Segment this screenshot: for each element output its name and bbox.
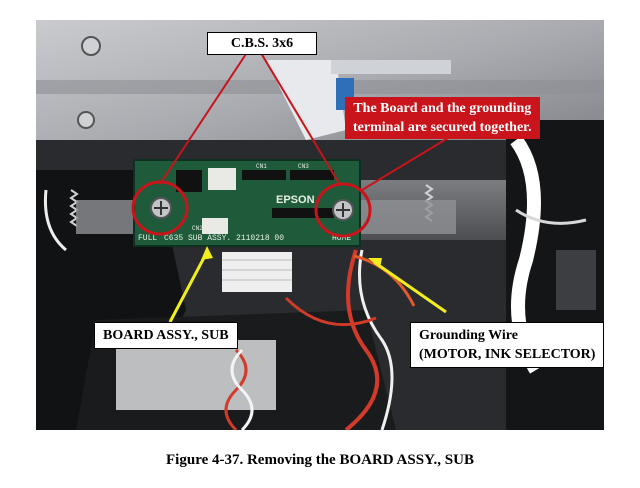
wire-callout-line2: (MOTOR, INK SELECTOR) [419, 347, 596, 362]
photo: EPSON FULL C635 SUB ASSY. 2110218 00 HOM… [36, 20, 604, 430]
figure-caption: Figure 4-37. Removing the BOARD ASSY., S… [166, 452, 474, 468]
board-callout: BOARD ASSY., SUB [94, 322, 238, 349]
secured-callout-line2: terminal are secured together. [353, 120, 532, 135]
board-cn1-text: CN1 [256, 163, 267, 170]
wire-callout: Grounding Wire (MOTOR, INK SELECTOR) [410, 322, 605, 368]
board-cn3-text: CN3 [298, 163, 309, 170]
board-brand-text: EPSON [276, 194, 315, 206]
screw-callout-text: C.B.S. 3x6 [230, 36, 294, 51]
ribbon-connector [222, 252, 292, 292]
photo-drawing: EPSON FULL C635 SUB ASSY. 2110218 00 HOM… [36, 20, 604, 430]
board-full-text: FULL [138, 234, 157, 243]
board-part-text: C635 SUB ASSY. 2110218 00 [164, 234, 284, 243]
secured-callout-line1: The Board and the grounding [353, 101, 532, 116]
secured-callout: The Board and the grounding terminal are… [345, 97, 540, 139]
board-cn2-text: CN2 [192, 225, 203, 232]
wire-callout-line1: Grounding Wire [419, 328, 518, 343]
red-wire [344, 249, 380, 430]
board-callout-text: BOARD ASSY., SUB [103, 328, 229, 343]
board-home-text: HOME [332, 234, 351, 243]
screw-callout: C.B.S. 3x6 [207, 32, 317, 55]
white-guide [116, 340, 276, 410]
